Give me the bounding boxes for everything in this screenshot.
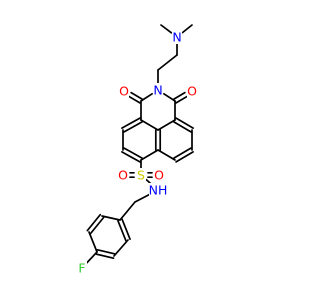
double-bond-line <box>173 91 186 100</box>
atom-symbol: F <box>78 261 85 276</box>
atom-o-top-left: O <box>119 84 129 99</box>
atom-symbol: O <box>187 84 197 99</box>
double-bond-line <box>173 147 192 159</box>
single-bond <box>163 92 176 102</box>
single-bond <box>113 239 129 257</box>
single-bond <box>134 192 153 203</box>
double-bond-line <box>96 249 116 255</box>
double-bond-line <box>175 117 194 129</box>
atom-o-top-right: O <box>187 84 197 99</box>
single-bond <box>157 54 178 71</box>
atom-o-sulfonyl-right: O <box>154 168 164 183</box>
double-bond-line <box>123 121 143 133</box>
single-bond <box>88 231 98 253</box>
atom-symbol: N <box>153 83 162 98</box>
atom-f-para: F <box>77 261 87 276</box>
double-bond-line <box>123 147 143 159</box>
atom-o-sulfonyl-left: O <box>118 168 128 183</box>
double-bond-line <box>130 91 143 100</box>
atom-n-amine: N <box>172 30 182 45</box>
single-bond <box>157 149 176 161</box>
double-bond-line <box>175 95 188 104</box>
atom-s-sulfonyl: S <box>136 168 146 183</box>
bond-lines <box>85 24 194 264</box>
atom-symbol: O <box>154 168 164 183</box>
single-bond <box>160 24 173 34</box>
atom-symbol: O <box>118 168 128 183</box>
single-bond <box>119 201 136 221</box>
atom-symbol: S <box>137 168 145 183</box>
atom-symbol: NH <box>149 183 168 198</box>
single-bond <box>140 119 159 131</box>
double-bond-line <box>95 253 115 259</box>
single-bond <box>140 149 159 161</box>
double-bond-line <box>121 151 141 163</box>
double-bond-line <box>173 121 192 133</box>
single-bond <box>140 92 153 102</box>
atom-symbol: O <box>119 84 129 99</box>
single-bond <box>85 251 98 264</box>
double-bond-line <box>86 213 102 232</box>
atom-nh-sulfonamide: NH <box>149 183 168 198</box>
double-bond-line <box>175 151 194 163</box>
single-bond <box>181 24 193 34</box>
single-bond <box>157 119 176 131</box>
atom-n-imide: N <box>153 83 163 98</box>
double-bond-line <box>89 216 105 235</box>
double-bond-line <box>117 219 127 242</box>
single-bond <box>101 215 121 221</box>
double-bond-line <box>121 117 141 129</box>
atom-symbol: N <box>172 30 181 45</box>
double-bond-line <box>121 218 131 241</box>
double-bond-line <box>128 95 141 104</box>
